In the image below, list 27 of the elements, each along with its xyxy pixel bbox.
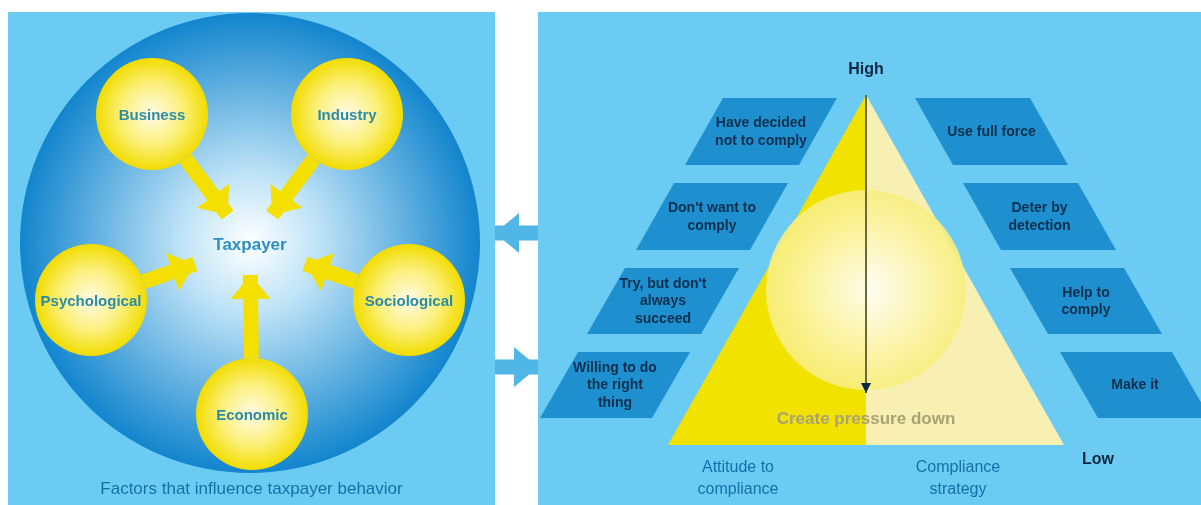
factor-label: Sociological — [364, 291, 454, 309]
factor-label: Business — [118, 105, 186, 123]
axis-caption: Compliance strategy — [914, 457, 1002, 500]
arrow — [141, 252, 198, 291]
category-label: Make it — [1110, 376, 1160, 394]
category-label: Deter by detection — [1007, 199, 1072, 234]
arrow — [230, 274, 271, 359]
factor-label: Economic — [216, 405, 288, 423]
caption-text: Factors that influence taxpayer behavior — [99, 479, 404, 499]
arrow — [179, 154, 234, 220]
axis-caption: Attitude to compliance — [696, 457, 780, 500]
panel-background — [538, 12, 1201, 505]
arrow — [495, 213, 538, 253]
factor-label: Industry — [317, 105, 377, 123]
category-label: Have decided not to comply — [715, 114, 807, 149]
category-label: Help to comply — [1060, 283, 1112, 319]
center-label: Taxpayer — [213, 235, 287, 255]
category-label: Try, but don't always succeed — [618, 274, 708, 328]
category-label: Don't want to comply — [666, 199, 758, 234]
category-label: Use full force — [946, 122, 1037, 141]
scale-label: Low — [1081, 449, 1115, 469]
category-label: Willing to do the right thing — [572, 358, 658, 412]
factor-label: Psychological — [40, 291, 142, 309]
arrow — [302, 252, 359, 291]
arrow — [266, 154, 320, 220]
arrow — [495, 347, 538, 387]
scale-label: High — [847, 59, 885, 79]
